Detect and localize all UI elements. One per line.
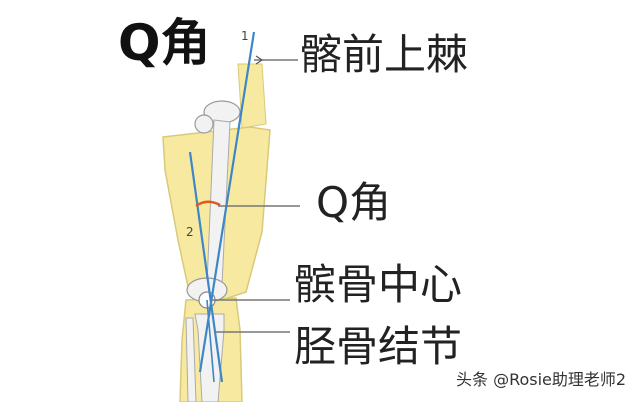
fibula [185, 317, 197, 402]
greater-trochanter [194, 114, 214, 134]
diagram-title: Q角 [118, 14, 211, 72]
label-asis: 髂前上棘 [300, 30, 469, 79]
q-angle-arc [195, 200, 221, 208]
watermark: 头条 @Rosie助理老师2 [456, 370, 627, 389]
tibia-axis-line [206, 299, 215, 383]
line-number-1: 1 [241, 29, 249, 43]
tibia [194, 313, 225, 402]
label-patella-center: 髌骨中心 [294, 260, 463, 309]
line-number-2: 2 [186, 225, 194, 239]
axis-line-2 [188, 151, 224, 383]
label-q-angle: Q角 [316, 178, 392, 227]
asis-marker [255, 55, 264, 65]
hip-region [237, 63, 267, 129]
label-tibial-tuberosity: 胫骨结节 [294, 322, 463, 371]
